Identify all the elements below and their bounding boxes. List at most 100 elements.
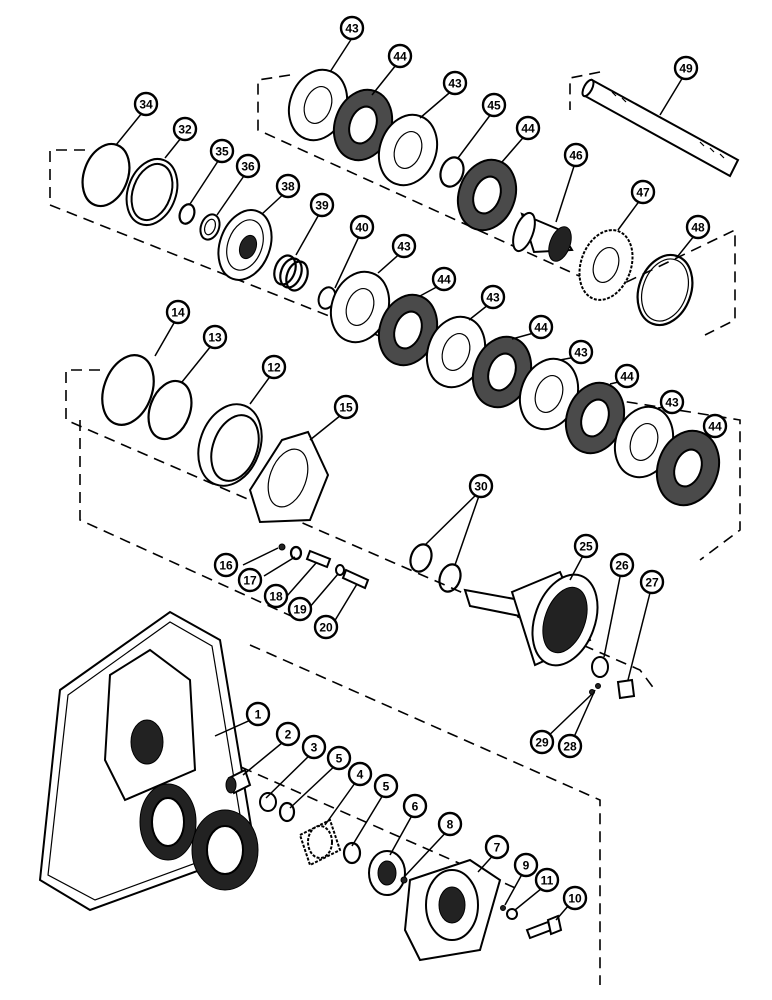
callout-number: 9 [523,859,530,873]
callout-number: 11 [541,874,554,888]
part-13-o-ring [147,379,193,441]
part-14-o-ring [101,354,155,426]
callout-44c: 44 [431,266,457,292]
callout-4: 4 [347,761,373,787]
callout-number: 12 [267,361,281,375]
part-3-bushing [259,792,277,812]
callout-number: 48 [691,221,705,235]
callout-16: 16 [213,552,239,578]
callout-circle [614,363,640,389]
callout-44d: 44 [528,314,554,340]
callout-12: 12 [261,354,287,380]
callout-circle [245,701,271,727]
callout-48: 48 [685,214,711,240]
callout-26: 26 [609,552,635,578]
callout-circle [275,721,301,747]
part-26-nut [591,656,609,678]
callout-44e: 44 [614,363,640,389]
callout-circle [529,729,555,755]
part-45-snap-ring [439,156,465,188]
callout-circle [639,569,665,595]
part-32-seal-ring [125,158,179,226]
callout-circle [528,314,554,340]
callout-number: 39 [315,199,329,213]
callout-14: 14 [165,299,191,325]
part-5-snap-ring-a [278,801,296,823]
callout-number: 43 [486,291,500,305]
callout-44b: 44 [515,115,541,141]
part-30-snap-rings [409,543,462,593]
callout-40: 40 [349,214,375,240]
callout-circle [313,614,339,640]
callout-25: 25 [573,533,599,559]
callout-15: 15 [333,394,359,420]
callout-circle [437,811,463,837]
callout-number: 38 [281,180,295,194]
callout-27: 27 [639,569,665,595]
callout-circle [673,55,699,81]
callout-45: 45 [481,92,507,118]
callout-circle [480,284,506,310]
callout-circle [202,324,228,350]
callout-circle [373,773,399,799]
callout-number: 25 [579,540,593,554]
callout-number: 43 [574,346,588,360]
part-46-hub [512,211,574,262]
callout-circle [235,153,261,179]
part-44-friction-disc-d [471,335,533,409]
part-8-dowel [400,876,408,884]
callout-5a: 5 [326,745,352,771]
callout-number: 44 [534,321,548,335]
part-43-steel-disc-c [329,270,391,344]
callout-number: 17 [243,574,257,588]
part-49-shaft [581,78,740,178]
callout-number: 44 [620,370,634,384]
callout-10: 10 [562,885,588,911]
callout-32: 32 [172,116,198,142]
callout-circle [515,115,541,141]
callout-number: 2 [285,728,292,742]
callout-circle [534,867,560,893]
callout-2: 2 [275,721,301,747]
callout-number: 44 [437,273,451,287]
callout-circle [261,354,287,380]
callout-number: 6 [412,800,419,814]
callout-19: 19 [287,596,313,622]
callout-number: 26 [615,559,629,573]
callout-number: 5 [336,752,343,766]
callout-circle [568,339,594,365]
part-17-spring [289,545,303,561]
callout-number: 19 [293,603,307,617]
callout-circle [562,885,588,911]
callout-11: 11 [534,867,560,893]
callout-circle [630,179,656,205]
callout-circle [309,192,335,218]
callout-number: 45 [487,99,501,113]
callout-circle [349,214,375,240]
part-2-needle-bearing [225,768,252,795]
callout-circle [442,70,468,96]
callout-44f: 44 [702,413,728,439]
callout-circle [347,761,373,787]
callout-number: 44 [393,50,407,64]
callout-number: 16 [219,559,233,573]
part-38-piston [217,209,273,281]
callout-number: 46 [569,149,583,163]
callout-number: 40 [355,221,369,235]
callout-49: 49 [673,55,699,81]
callout-44a: 44 [387,43,413,69]
part-9-pin [500,905,506,911]
callout-13: 13 [202,324,228,350]
part-16-ball [278,543,286,551]
callout-circle [659,389,685,415]
part-44-friction-disc-a [332,88,394,162]
callout-number: 18 [269,590,283,604]
callout-number: 28 [563,740,577,754]
callout-34: 34 [133,91,159,117]
part-28-29-balls [589,683,601,695]
callout-9: 9 [513,852,539,878]
callout-circle [702,413,728,439]
part-39-spring [273,254,309,292]
callout-43d: 43 [480,284,506,310]
